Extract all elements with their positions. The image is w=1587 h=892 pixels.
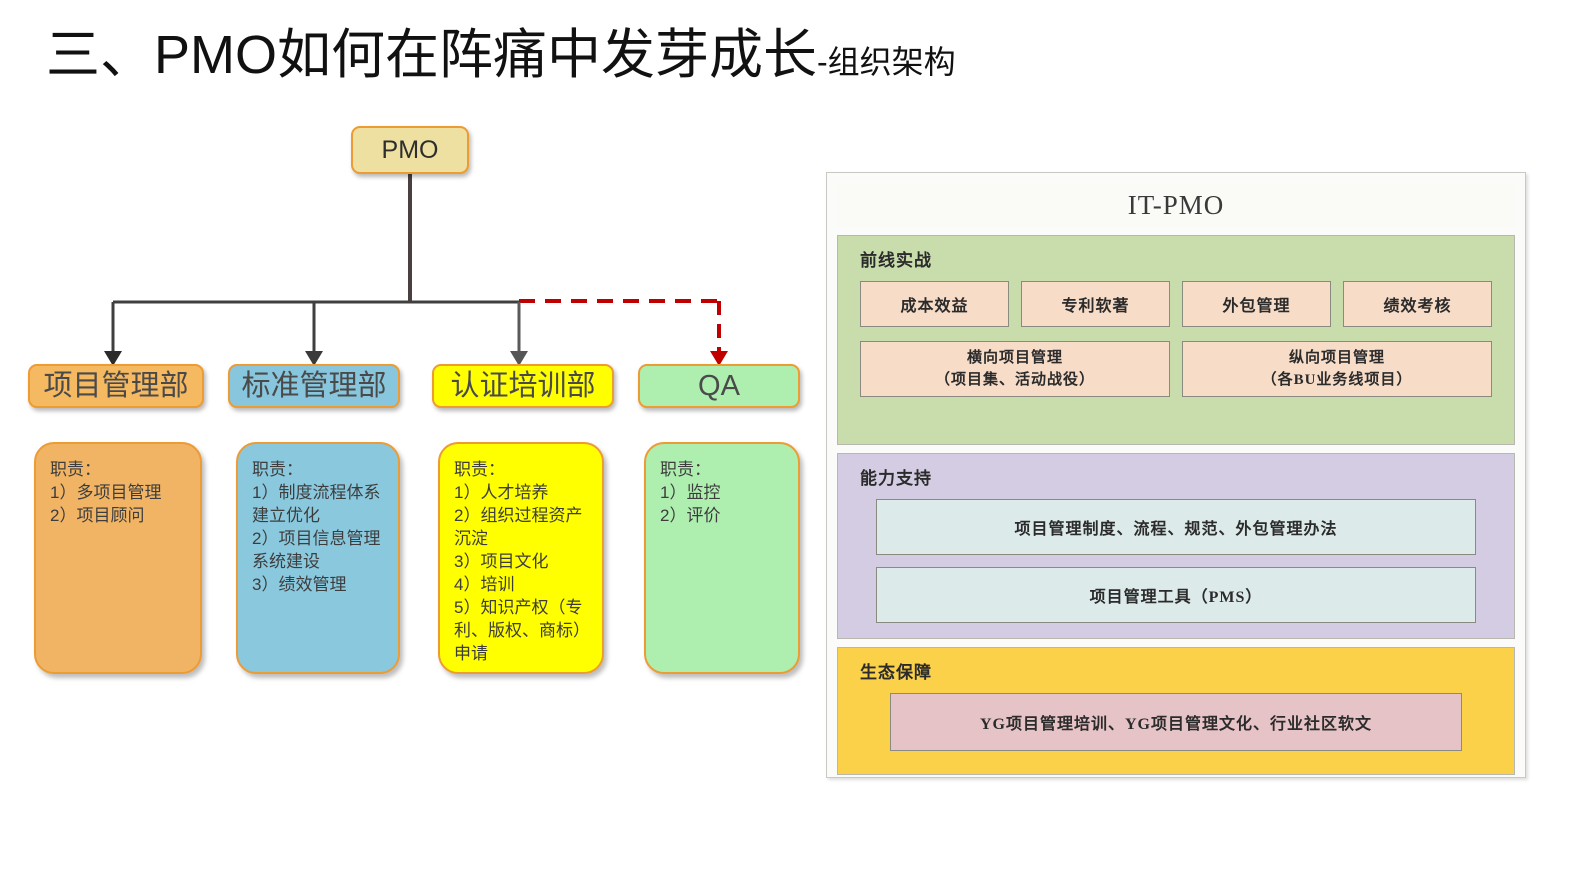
org-node-label: 标准管理部: [241, 370, 387, 402]
itpmo-section-capability: 能力支持 项目管理制度、流程、规范、外包管理办法 项目管理工具（PMS）: [837, 453, 1515, 639]
itpmo-title: IT-PMO: [1127, 189, 1225, 220]
itpmo-section-ecology: 生态保障 YG项目管理培训、YG项目管理文化、行业社区软文: [837, 647, 1515, 775]
itpmo-framework-image: IT-PMO 前线实战 成本效益 专利软著 外包管理 绩效考核 横向项目管理 （…: [826, 172, 1526, 778]
itpmo-chip-row-top: 成本效益 专利软著 外包管理 绩效考核: [860, 281, 1492, 327]
responsibility-text: 职责： 1）人才培养 2）组织过程资产沉淀 3）项目文化 4）培训 5）知识产权…: [454, 460, 590, 663]
org-node-pmo-label: PMO: [381, 136, 439, 164]
arrowhead-3: [710, 351, 728, 366]
itpmo-chip[interactable]: 外包管理: [1182, 281, 1331, 327]
itpmo-title-bar: IT-PMO: [837, 183, 1515, 227]
org-node-body-qa: 职责： 1）监控 2）评价: [644, 442, 800, 674]
itpmo-section-title: 前线实战: [860, 251, 932, 270]
itpmo-wide-chip[interactable]: 横向项目管理 （项目集、活动战役）: [860, 341, 1170, 397]
itpmo-bar[interactable]: YG项目管理培训、YG项目管理文化、行业社区软文: [890, 693, 1462, 751]
org-node-body-standards-management-dept: 职责： 1）制度流程体系建立优化 2）项目信息管理系统建设 3）绩效管理: [236, 442, 400, 674]
org-node-certification-training-dept[interactable]: 认证培训部: [432, 364, 614, 408]
itpmo-section-title: 能力支持: [860, 469, 932, 488]
itpmo-bar[interactable]: 项目管理制度、流程、规范、外包管理办法: [876, 499, 1476, 555]
arrowhead-2: [510, 351, 528, 366]
page-title: 三、PMO如何在阵痛中发芽成长-组织架构: [46, 22, 956, 95]
itpmo-section-frontline: 前线实战 成本效益 专利软著 外包管理 绩效考核 横向项目管理 （项目集、活动战…: [837, 235, 1515, 445]
org-node-body-project-management-dept: 职责： 1）多项目管理 2）项目顾问: [34, 442, 202, 674]
responsibility-text: 职责： 1）多项目管理 2）项目顾问: [50, 460, 162, 525]
org-node-qa[interactable]: QA: [638, 364, 800, 408]
page-title-main: 三、PMO如何在阵痛中发芽成长: [46, 25, 818, 85]
itpmo-chip[interactable]: 专利软著: [1021, 281, 1170, 327]
itpmo-bar[interactable]: 项目管理工具（PMS）: [876, 567, 1476, 623]
responsibility-text: 职责： 1）监控 2）评价: [660, 460, 721, 525]
org-node-pmo[interactable]: PMO: [351, 126, 469, 174]
arrowhead-1: [305, 351, 323, 366]
org-node-label: 认证培训部: [450, 370, 596, 402]
arrowhead-0: [104, 351, 122, 366]
org-node-project-management-dept[interactable]: 项目管理部: [28, 364, 204, 408]
org-chart: PMO 项目管理部 标准管理部 认证培训部 QA 职责： 1）多项目管理 2）项…: [0, 110, 820, 720]
itpmo-chip-row-bottom: 横向项目管理 （项目集、活动战役） 纵向项目管理 （各BU业务线项目）: [860, 341, 1492, 397]
itpmo-chip[interactable]: 绩效考核: [1343, 281, 1492, 327]
page-title-sub: -组织架构: [817, 44, 956, 80]
org-node-standards-management-dept[interactable]: 标准管理部: [228, 364, 400, 408]
responsibility-text: 职责： 1）制度流程体系建立优化 2）项目信息管理系统建设 3）绩效管理: [252, 460, 381, 594]
org-node-label: 项目管理部: [43, 370, 189, 402]
org-node-label: QA: [698, 370, 740, 402]
itpmo-wide-chip[interactable]: 纵向项目管理 （各BU业务线项目）: [1182, 341, 1492, 397]
itpmo-chip[interactable]: 成本效益: [860, 281, 1009, 327]
org-node-body-certification-training-dept: 职责： 1）人才培养 2）组织过程资产沉淀 3）项目文化 4）培训 5）知识产权…: [438, 442, 604, 674]
org-chart-connectors: [104, 174, 728, 366]
itpmo-section-title: 生态保障: [860, 663, 932, 682]
